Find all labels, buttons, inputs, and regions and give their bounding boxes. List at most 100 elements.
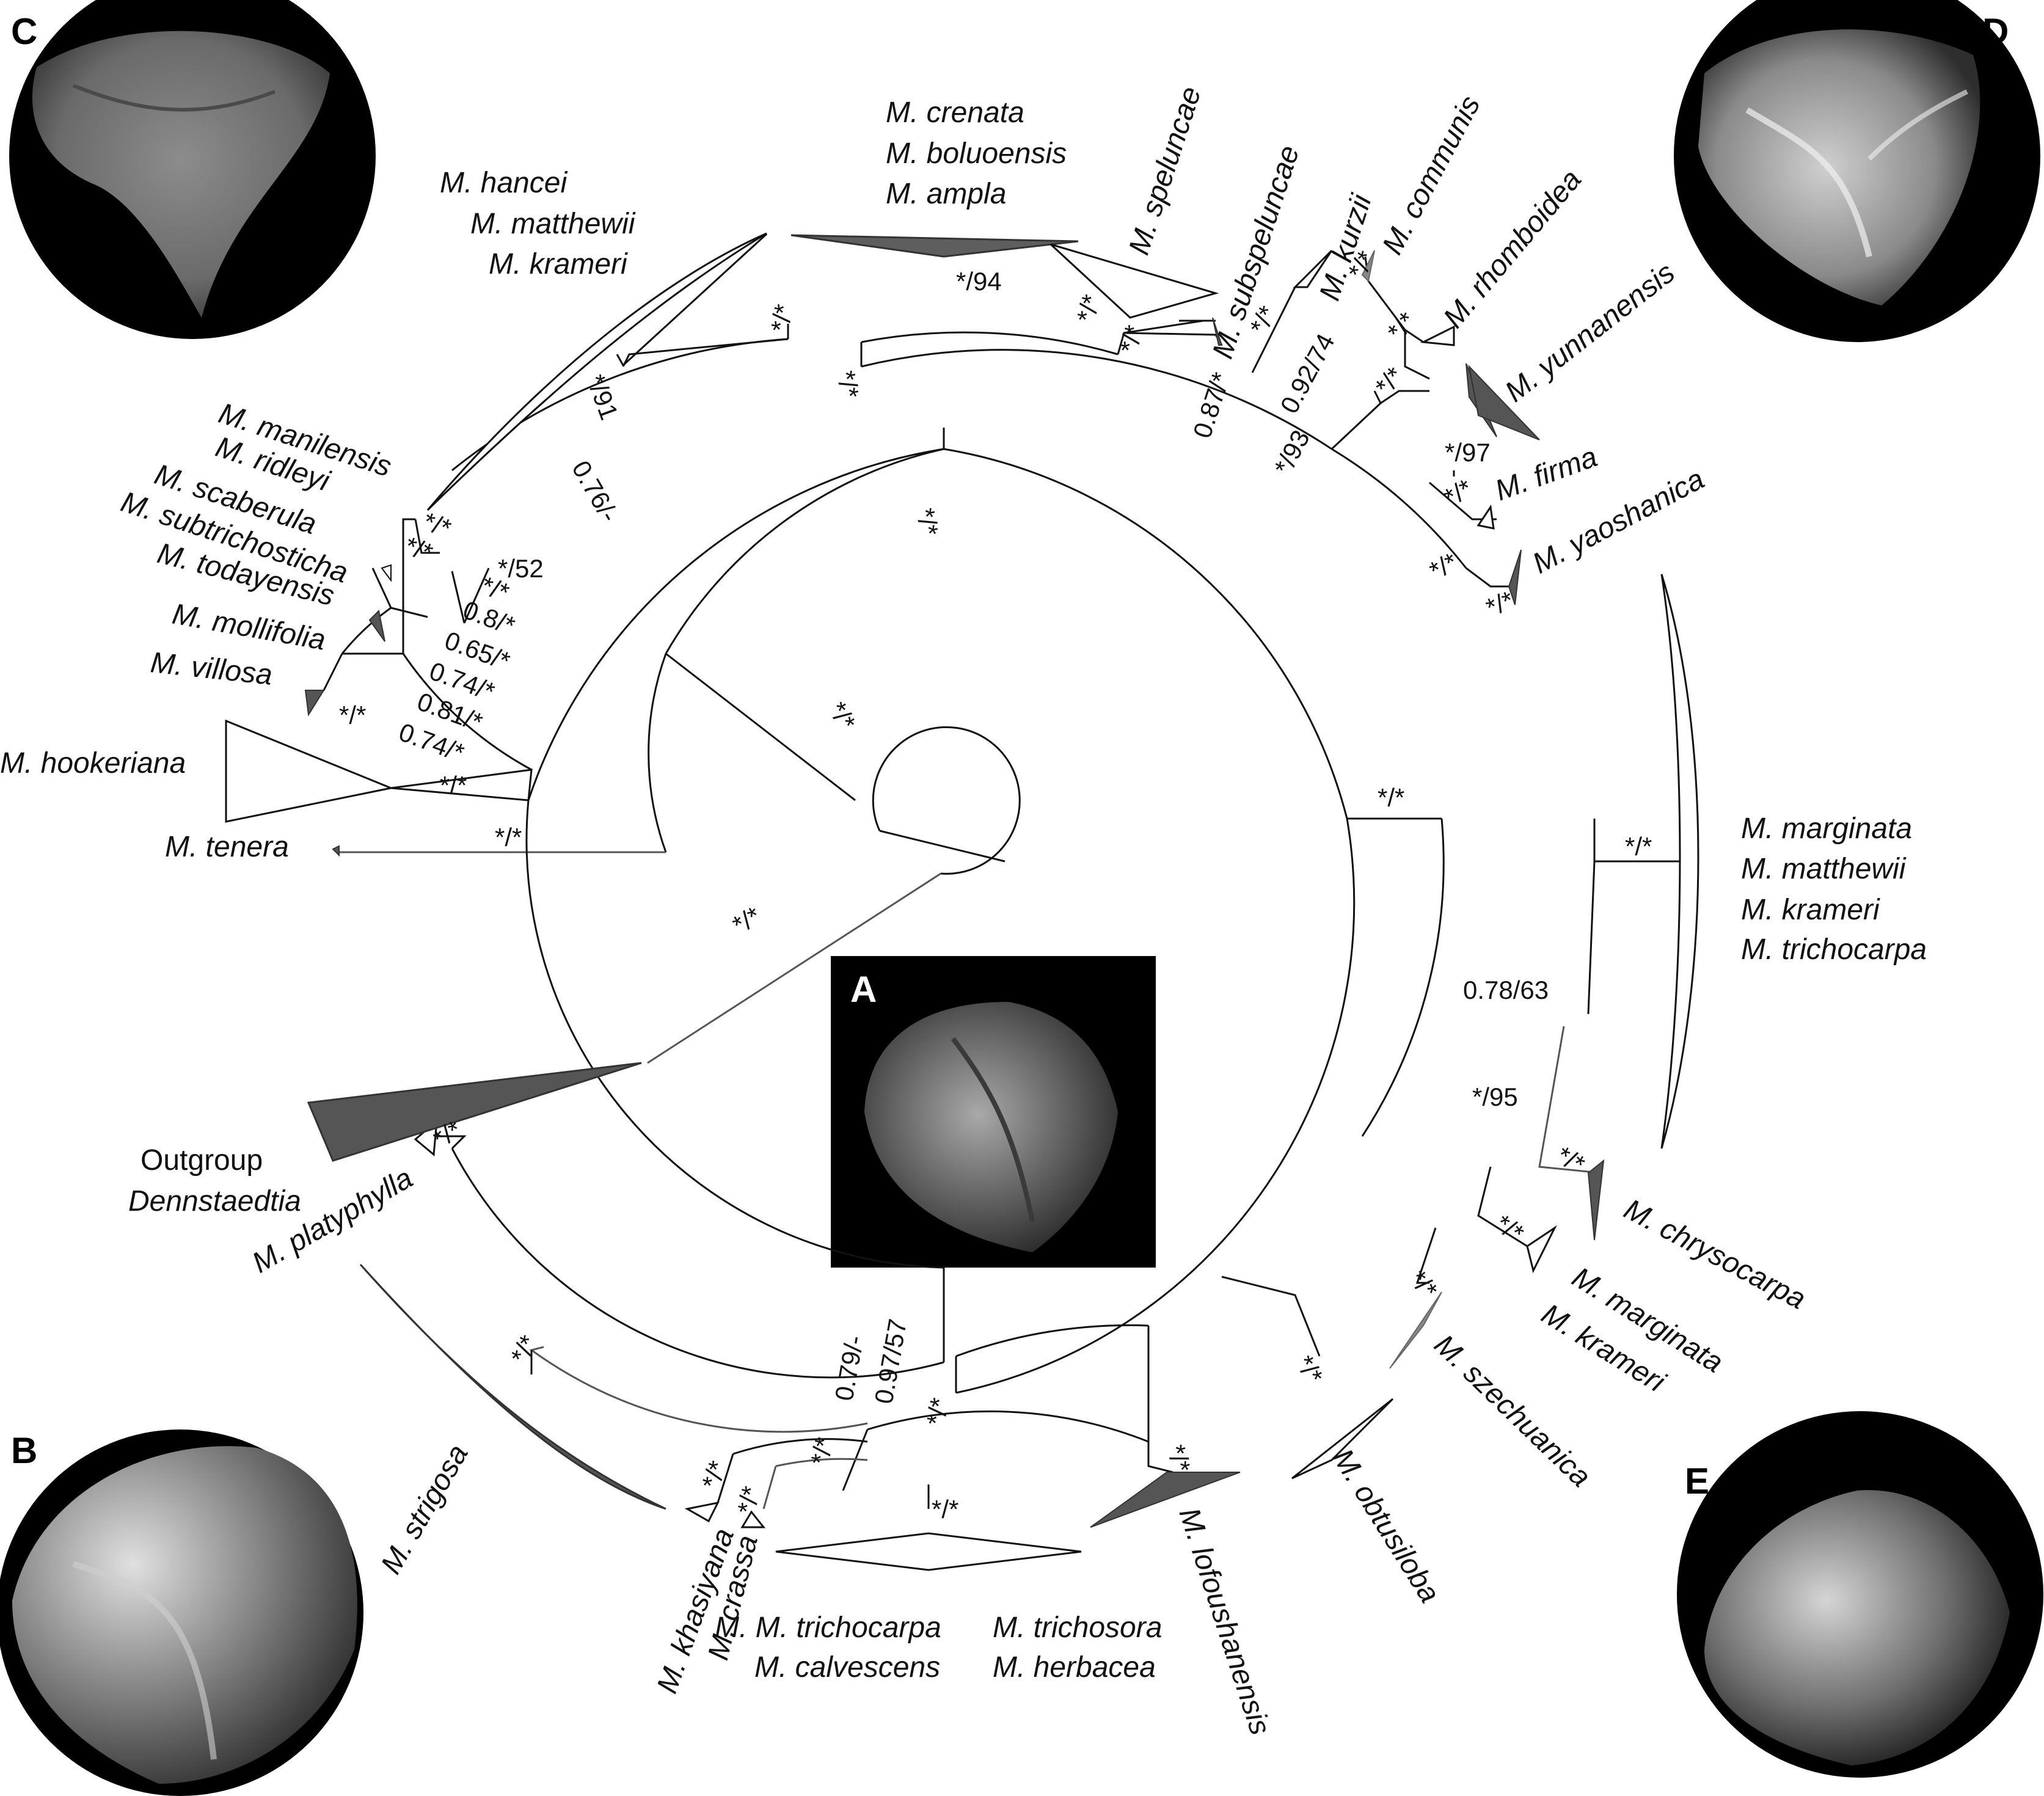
support-value: */* <box>1071 291 1106 325</box>
clade-communis-triangle <box>1361 250 1375 283</box>
support-value: */* <box>1378 783 1404 812</box>
taxon-marginata-1: M. marginata <box>1741 812 1912 845</box>
support-value: */* <box>339 701 366 729</box>
taxon-speluncae: M. speluncae <box>1123 82 1208 258</box>
clade-kurzii-triangle <box>1293 249 1333 288</box>
taxon-trichosora: M. trichosora <box>993 1612 1162 1644</box>
support-value: 0.92/74 <box>1274 329 1340 418</box>
panel-label-c: C <box>11 11 37 52</box>
taxon-strigosa: M. strigosa <box>375 1439 475 1580</box>
clade-yaoshanica-triangle <box>1508 549 1522 605</box>
support-value: */* <box>823 697 861 735</box>
panel-a-spore-image <box>831 956 1156 1268</box>
support-value: */97 <box>1445 438 1491 467</box>
taxon-outgroup: Outgroup <box>141 1144 263 1177</box>
taxon-communis: M. communis <box>1376 90 1487 260</box>
support-value: */52 <box>498 554 544 583</box>
taxon-herbacea: M. herbacea <box>993 1651 1156 1684</box>
panel-c-spore-image <box>9 0 376 339</box>
root-branch <box>879 830 1006 863</box>
support-value: 0.87/* <box>1188 369 1236 442</box>
taxon-szechuanica: M. szechuanica <box>1428 1329 1597 1494</box>
support-value: */* <box>831 368 864 400</box>
clade-todayensis-triangle <box>368 609 385 642</box>
support-value: */* <box>1552 1141 1590 1179</box>
clade-marginata-2-triangle <box>1526 1225 1557 1274</box>
support-value: */* <box>505 1331 542 1368</box>
support-value: 0.79/- <box>830 1334 869 1403</box>
taxon-boluoensis: M. boluoensis <box>886 137 1067 170</box>
taxon-trichocarpa-1: M. trichocarpa <box>1741 933 1927 966</box>
support-value: */* <box>765 302 798 334</box>
support-value: */* <box>495 823 522 852</box>
support-value: */* <box>921 1396 954 1428</box>
clade-firma-triangle <box>1476 504 1495 530</box>
panel-label-d: D <box>1982 11 2009 52</box>
panel-b-spore-image <box>0 1429 363 1796</box>
support-value: 0.76/- <box>566 456 624 527</box>
clade-obtusiloba-triangle <box>1291 1398 1394 1480</box>
support-value: */* <box>696 1457 732 1492</box>
taxon-hancei: M. hancei <box>440 167 568 199</box>
clade-trichocarpa-triangle <box>775 1532 1082 1571</box>
taxon-dennstaedtia: Dennstaedtia <box>128 1185 301 1217</box>
taxon-mollifolia: M. mollifolia <box>170 598 328 657</box>
taxon-hookeriana: M. hookeriana <box>0 747 186 779</box>
support-value: */* <box>728 901 765 940</box>
taxon-calvescens: M. calvescens <box>754 1651 940 1684</box>
clade-hookeriana-triangle <box>225 719 395 823</box>
taxon-rhomboidea: M. rhomboidea <box>1437 164 1588 334</box>
taxon-yunnanensis: M. yunnanensis <box>1499 257 1681 409</box>
taxon-crenata: M. crenata <box>886 97 1024 129</box>
taxon-kurzii: M. kurzii <box>1313 190 1378 305</box>
support-value: 0.97/57 <box>869 1316 913 1406</box>
clade-marginata-triangle <box>1660 574 1699 1149</box>
support-value: */* <box>1290 1351 1329 1389</box>
support-value: */* <box>1382 307 1422 346</box>
support-value: */94 <box>956 267 1002 296</box>
support-value: */* <box>1439 473 1477 512</box>
support-value: 0.78/63 <box>1463 976 1549 1004</box>
clade-hancei-triangle <box>426 232 767 511</box>
taxon-krameri-2: M. krameri <box>1741 894 1880 926</box>
support-value: */* <box>1370 362 1409 401</box>
collapsed-clades <box>225 232 1699 1571</box>
tree-branches <box>323 256 1680 1509</box>
clade-rhomboidea-triangle <box>1420 325 1455 346</box>
panel-e-spore-image <box>1677 1411 2043 1778</box>
support-values: */94 */* */91 */* 0.76/- */* */* 0.87/* … <box>339 246 1652 1524</box>
support-value: */* <box>1425 547 1462 585</box>
clade-villosa-triangle <box>304 690 325 717</box>
outgroup-branch <box>647 872 941 1064</box>
clade-outgroup-triangle <box>307 1062 642 1162</box>
taxon-matthewii-2: M. matthewii <box>1741 853 1907 885</box>
support-value: */* <box>1491 1209 1529 1248</box>
panel-d-spore-image <box>1674 0 2040 342</box>
support-value: */* <box>732 1484 765 1516</box>
clade-chrysocarpa-triangle <box>1587 1159 1605 1241</box>
clade-lofoushanensis-triangle <box>1090 1472 1241 1528</box>
taxon-trichocarpa-2: M. M. trichocarpa <box>715 1612 941 1644</box>
clade-khasiyana-triangle <box>684 1501 720 1523</box>
taxon-ampla: M. ampla <box>886 178 1006 210</box>
taxon-villosa: M. villosa <box>149 646 274 692</box>
taxon-krameri-1: M. krameri <box>489 248 628 280</box>
taxon-obtusiloba: M. obtusiloba <box>1326 1444 1446 1608</box>
taxon-firma: M. firma <box>1491 440 1602 507</box>
panel-label-a: A <box>850 969 877 1010</box>
taxon-chrysocarpa: M. chrysocarpa <box>1619 1193 1811 1316</box>
taxon-platyphylla: M. platyphylla <box>247 1162 418 1280</box>
taxon-matthewii-1: M. matthewii <box>470 208 636 240</box>
clade-speluncae-triangle <box>1049 243 1219 319</box>
panel-label-e: E <box>1685 1461 1709 1502</box>
clade-szechuanica-triangle <box>1389 1291 1442 1369</box>
support-value: */95 <box>1472 1082 1518 1111</box>
support-value: */* <box>1625 832 1652 861</box>
support-value: */* <box>440 771 467 800</box>
support-value: */* <box>911 506 944 538</box>
taxon-tenera: M. tenera <box>165 831 289 863</box>
support-value: */91 <box>582 371 624 423</box>
support-value: */* <box>932 1495 958 1524</box>
panel-label-b: B <box>11 1430 37 1471</box>
